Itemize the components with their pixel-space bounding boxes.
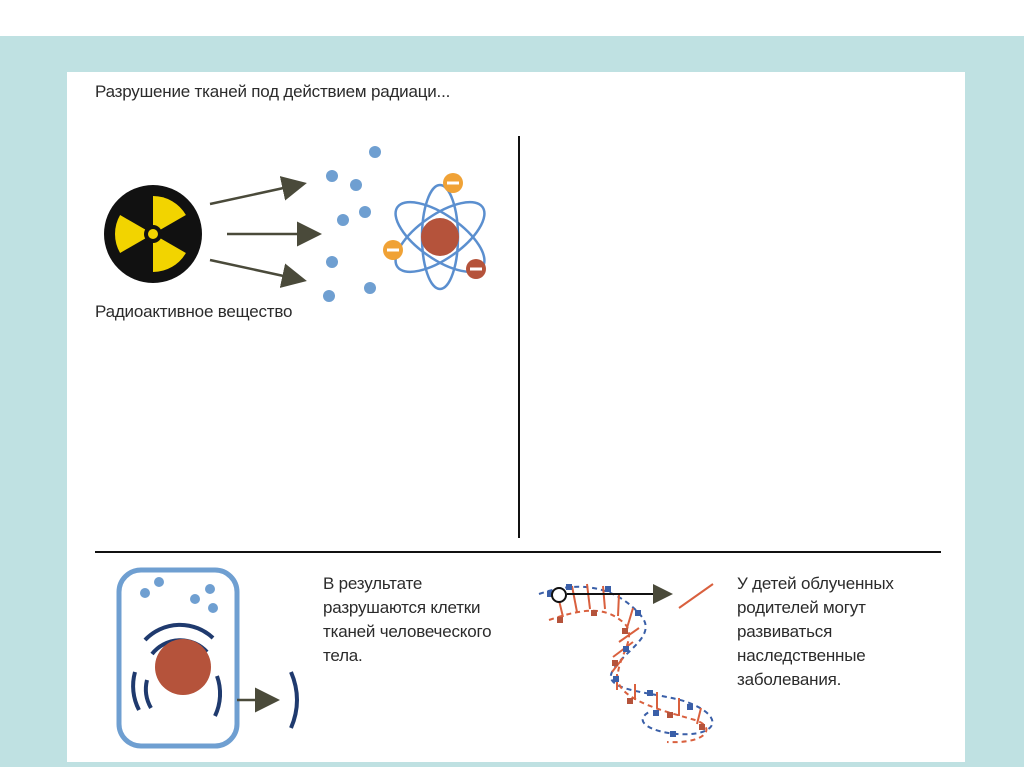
electron-icon	[383, 240, 403, 260]
diagram-artwork	[104, 146, 714, 749]
hereditary-diseases-caption: У детей облученных родителей могут разви…	[737, 574, 894, 689]
dna-fragment	[678, 583, 714, 609]
vertical-divider	[518, 136, 520, 538]
radioactive-source-caption: Радиоактивное вещество	[95, 302, 293, 321]
cells-destroyed-caption: В результате разрушаются клетки тканей ч…	[323, 574, 492, 665]
horizontal-divider	[95, 551, 941, 553]
atom-icon	[383, 173, 486, 291]
cell-fragment	[289, 671, 299, 729]
dna-helix-icon	[538, 583, 714, 744]
radiation-arrows	[209, 176, 322, 288]
slide-card: Разрушение тканей под действием радиаци.…	[67, 72, 965, 762]
electron-icon	[466, 259, 486, 279]
radiation-trefoil-icon	[104, 185, 202, 283]
slide-title: Разрушение тканей под действием радиаци.…	[95, 82, 451, 101]
radiation-particles	[323, 146, 381, 302]
electron-icon	[443, 173, 463, 193]
cell-icon	[116, 567, 240, 749]
